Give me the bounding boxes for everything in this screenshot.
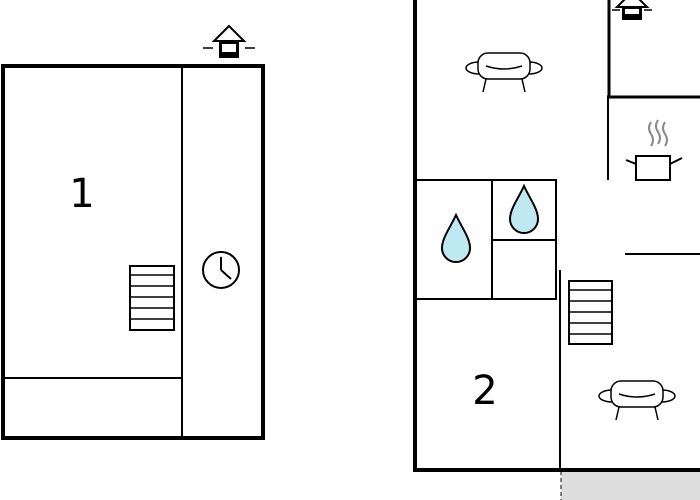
floor-1-label: 1 xyxy=(69,171,94,217)
clock-icon xyxy=(202,251,240,289)
terrace-area xyxy=(561,471,700,500)
floor-2: 2 xyxy=(413,0,700,500)
floor-1: 1 xyxy=(1,24,265,440)
sofa-icon xyxy=(465,52,543,93)
stairs-icon xyxy=(568,280,613,345)
water-drop-icon xyxy=(508,183,540,234)
water-drop-icon xyxy=(440,212,472,263)
entrance-house-icon xyxy=(612,0,652,20)
floor-1-outer-wall xyxy=(1,64,265,440)
stairs-icon xyxy=(129,265,175,331)
floor-2-label: 2 xyxy=(472,368,497,414)
sofa-icon xyxy=(598,380,676,421)
entrance-house-icon xyxy=(203,24,255,58)
cooking-pot-icon xyxy=(625,119,683,181)
